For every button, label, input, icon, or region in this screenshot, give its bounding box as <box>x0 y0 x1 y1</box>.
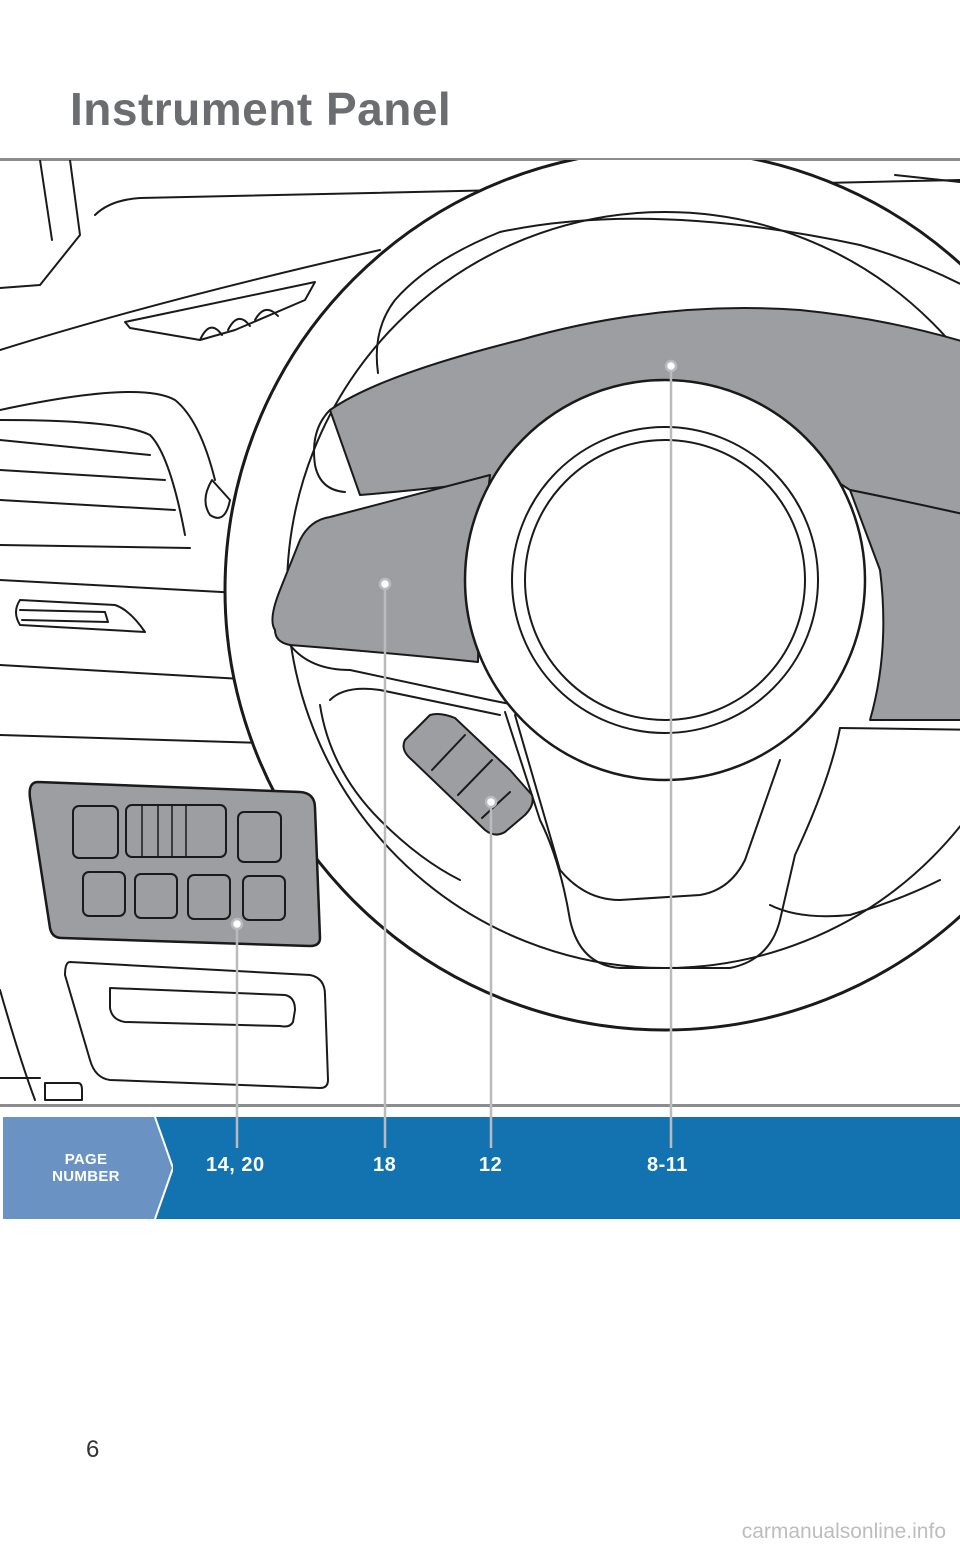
a-pillar-edge <box>39 160 53 241</box>
glovebox-outline <box>64 961 329 1089</box>
vent-slat-left-1 <box>0 439 151 456</box>
spoke-lower-line <box>289 644 516 706</box>
watermark: carmanualsonline.info <box>741 1520 946 1543</box>
vent-slat-left-3 <box>0 499 176 511</box>
cluster-brow <box>375 217 960 374</box>
bottom-divider <box>0 1104 960 1107</box>
side-vent-top <box>0 391 216 481</box>
lower-edge <box>0 989 36 1101</box>
instrument-panel-illustration <box>0 160 960 1101</box>
page-number-label-line1: PAGE <box>64 1151 108 1168</box>
spoke-bottom <box>329 687 501 716</box>
vent-slat-2 <box>227 318 251 331</box>
stalk-divider-2 <box>457 759 493 796</box>
stalk-switch <box>402 713 534 836</box>
lower-spoke-left <box>514 714 781 901</box>
page-number-tab <box>3 1117 173 1219</box>
switch-button-3 <box>237 811 282 863</box>
glovebox-handle <box>109 987 296 1028</box>
lower-spoke-leftbase <box>319 704 461 881</box>
page-number-label: PAGE NUMBER <box>3 1151 169 1185</box>
vent-slat-left-2 <box>0 469 166 481</box>
switch-button-1 <box>72 805 119 859</box>
callout-instrument-cluster-pages: 8-11 <box>647 1154 688 1176</box>
dash-top-right <box>894 174 960 183</box>
lower-spoke-outline <box>504 711 841 969</box>
left-hood-ear <box>313 409 346 493</box>
callout-switch-panel-pages: 14, 20 <box>206 1154 265 1176</box>
side-vent-inner <box>0 419 186 536</box>
lower-spoke-base <box>769 879 941 918</box>
page-title: Instrument Panel <box>70 83 452 135</box>
a-pillar-line <box>0 160 81 289</box>
switch-button-2 <box>125 804 227 858</box>
hub-ring-inner <box>524 439 806 721</box>
vent-slat-1 <box>199 326 223 341</box>
switch-button-5 <box>134 873 178 919</box>
page-number-label-line2: NUMBER <box>52 1168 120 1185</box>
lower-left-box <box>44 1082 83 1101</box>
dash-curve <box>0 249 381 351</box>
center-vent <box>124 281 316 341</box>
switch-button-7 <box>242 875 286 921</box>
switch-button-4 <box>82 871 126 917</box>
vent-lower <box>0 544 191 549</box>
lower-spoke-right <box>839 727 960 731</box>
switch-button-6 <box>187 874 231 920</box>
dash-line-1 <box>0 579 241 594</box>
handle-slot-inner <box>19 609 109 623</box>
callout-left-spoke-pages: 18 <box>373 1154 397 1176</box>
page-number: 6 <box>86 1436 100 1463</box>
stalk-divider-1 <box>431 734 466 771</box>
dash-top-line <box>94 179 960 216</box>
vent-slat-3 <box>254 309 279 321</box>
callout-stalk-switch-pages: 12 <box>479 1154 503 1176</box>
handle-slot <box>15 599 146 633</box>
dash-line-2 <box>0 664 261 681</box>
right-spoke <box>849 489 960 721</box>
left-knob <box>204 479 231 519</box>
top-divider <box>0 158 960 161</box>
